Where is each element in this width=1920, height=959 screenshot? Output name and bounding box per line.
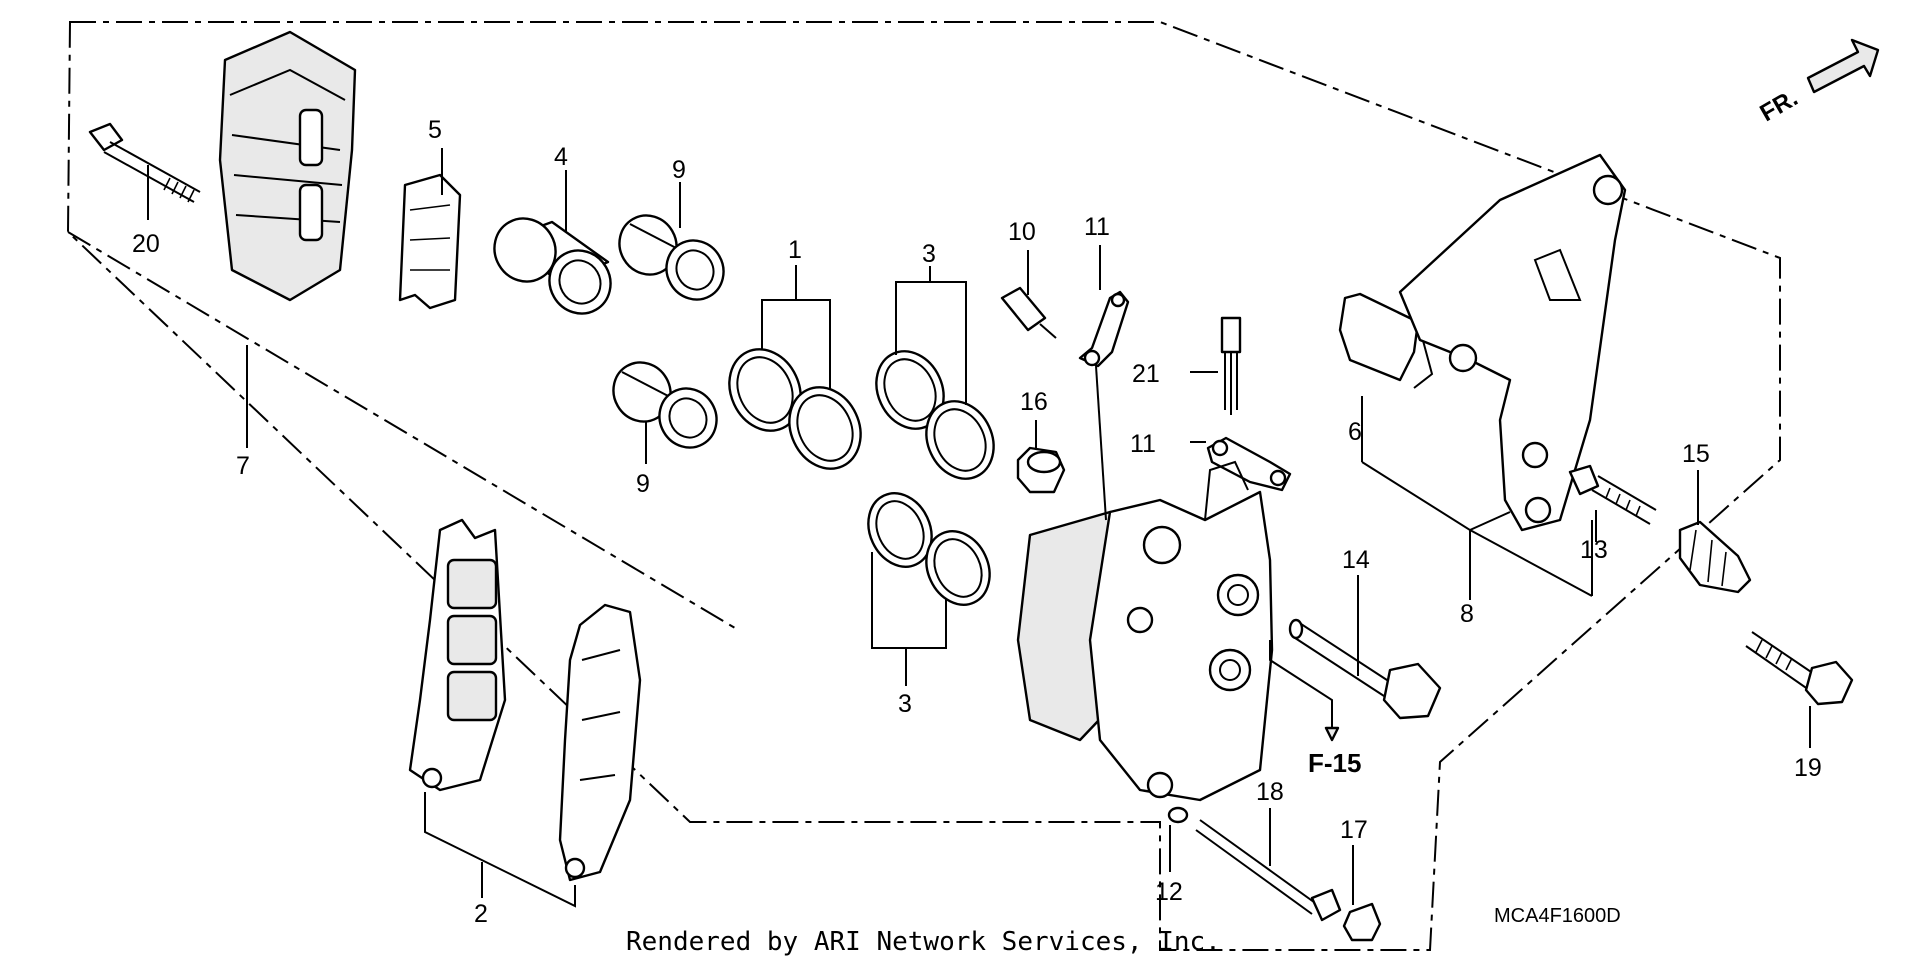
callout-21: 21 [1132, 360, 1160, 388]
callout-8: 8 [1460, 600, 1474, 628]
part-3-seal-set-upper[interactable] [864, 340, 1006, 490]
callout-3-lower: 3 [898, 690, 912, 718]
caliper-body[interactable] [1016, 460, 1274, 802]
callout-labels: 1 2 3 3 3 4 5 6 7 8 9 9 10 11 11 12 13 1… [132, 116, 1822, 928]
inner-divider [67, 231, 736, 629]
part-17-plug[interactable] [1342, 902, 1382, 942]
part-9-piston-lower[interactable] [603, 352, 727, 458]
part-18-pad-pin[interactable] [1195, 819, 1342, 922]
callout-9-lower: 9 [636, 470, 650, 498]
callout-2: 2 [474, 900, 488, 928]
callout-11-lower: 11 [1130, 430, 1156, 458]
callout-3-upper: 3 [922, 240, 936, 268]
callout-13: 13 [1580, 536, 1608, 564]
part-11-plate-upper[interactable] [1078, 290, 1130, 368]
callout-20: 20 [132, 230, 160, 258]
callout-14: 14 [1342, 546, 1370, 574]
front-direction-indicator: FR. [1756, 38, 1880, 127]
part-8-caliper-bracket[interactable] [1398, 153, 1627, 532]
leader-lines [147, 148, 1811, 908]
part-16-cap[interactable] [1016, 446, 1066, 494]
front-arrow-icon [1806, 38, 1880, 94]
part-7-caliper-outer[interactable] [218, 30, 357, 302]
callout-9-upper: 9 [672, 156, 686, 184]
part-14-pin-bolt[interactable] [1288, 618, 1442, 720]
callout-7: 7 [236, 452, 250, 480]
part-3-seal-set-lower[interactable] [857, 483, 1001, 615]
part-13-pin[interactable] [1568, 464, 1657, 525]
part-12-washer[interactable] [1167, 806, 1189, 824]
part-1-piston-seal-set[interactable] [716, 338, 873, 481]
part-4-piston[interactable] [483, 207, 622, 324]
diagram-code: MCA4F1600D [1494, 905, 1621, 927]
part-9-piston-upper[interactable] [609, 205, 734, 310]
part-15-boot[interactable] [1678, 520, 1752, 594]
callout-10: 10 [1008, 218, 1036, 246]
credit-text: Rendered by ARI Network Services, Inc. [626, 927, 1221, 957]
callout-16: 16 [1020, 388, 1048, 416]
part-20-bolt[interactable] [88, 122, 201, 203]
part-10-bleeder-valve[interactable] [1000, 286, 1057, 339]
callout-6: 6 [1348, 418, 1362, 446]
callout-5: 5 [428, 116, 442, 144]
callout-15: 15 [1682, 440, 1710, 468]
part-11-plate-lower[interactable] [1206, 436, 1292, 492]
part-2-brake-pad-set[interactable] [408, 518, 642, 882]
callout-4: 4 [554, 143, 568, 171]
reference-label[interactable]: F-15 [1308, 748, 1361, 778]
callout-17: 17 [1340, 816, 1368, 844]
callout-1: 1 [788, 236, 802, 264]
front-label: FR. [1756, 84, 1803, 127]
callout-12: 12 [1155, 878, 1183, 906]
part-19-flange-bolt[interactable] [1745, 631, 1854, 706]
callout-19: 19 [1794, 754, 1822, 782]
callout-11-upper: 11 [1084, 213, 1110, 241]
part-21-bleeder-screw[interactable] [1220, 316, 1242, 415]
part-5-pad-spring[interactable] [398, 173, 462, 310]
callout-18: 18 [1256, 778, 1284, 806]
